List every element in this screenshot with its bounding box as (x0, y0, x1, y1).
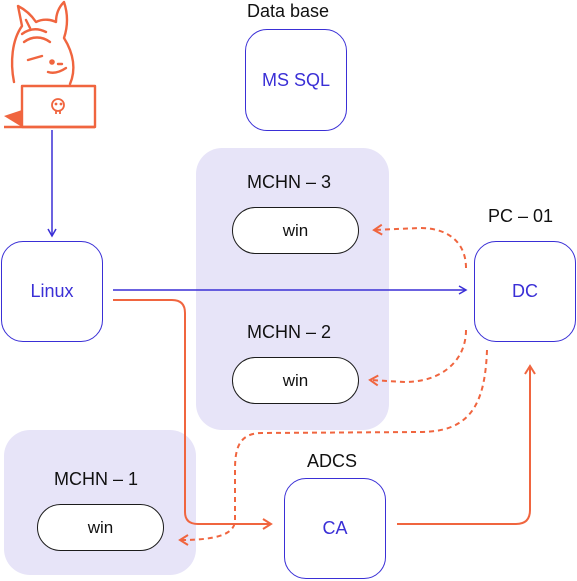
adcs-caption: ADCS (307, 451, 358, 471)
mchn2-title: MCHN – 2 (247, 322, 332, 342)
skull-icon (51, 98, 65, 114)
pc01-caption: PC – 01 (488, 206, 554, 226)
ca-node: CA (284, 478, 386, 579)
mchn3-title: MCHN – 3 (247, 172, 332, 192)
dc-node: DC (474, 241, 576, 342)
mchn1-os-pill: win (37, 504, 164, 551)
arrow-dc-to-mchn3 (372, 223, 467, 269)
arrow-ca-to-dc (397, 364, 536, 525)
laptop-icon (4, 84, 97, 129)
arrow-linux-to-ca (113, 299, 273, 530)
mchn1-title: MCHN – 1 (54, 469, 139, 489)
database-node: MS SQL (245, 29, 347, 131)
arrow-dc-to-mchn2 (368, 329, 467, 387)
mchn2-os-pill: win (232, 357, 359, 404)
arrow-dc-to-mchn1 (178, 349, 488, 546)
hacker-cat-icon (4, 0, 97, 129)
mchn3-os-pill: win (232, 207, 359, 254)
database-caption: Data base (247, 1, 330, 21)
linux-node: Linux (1, 241, 103, 342)
